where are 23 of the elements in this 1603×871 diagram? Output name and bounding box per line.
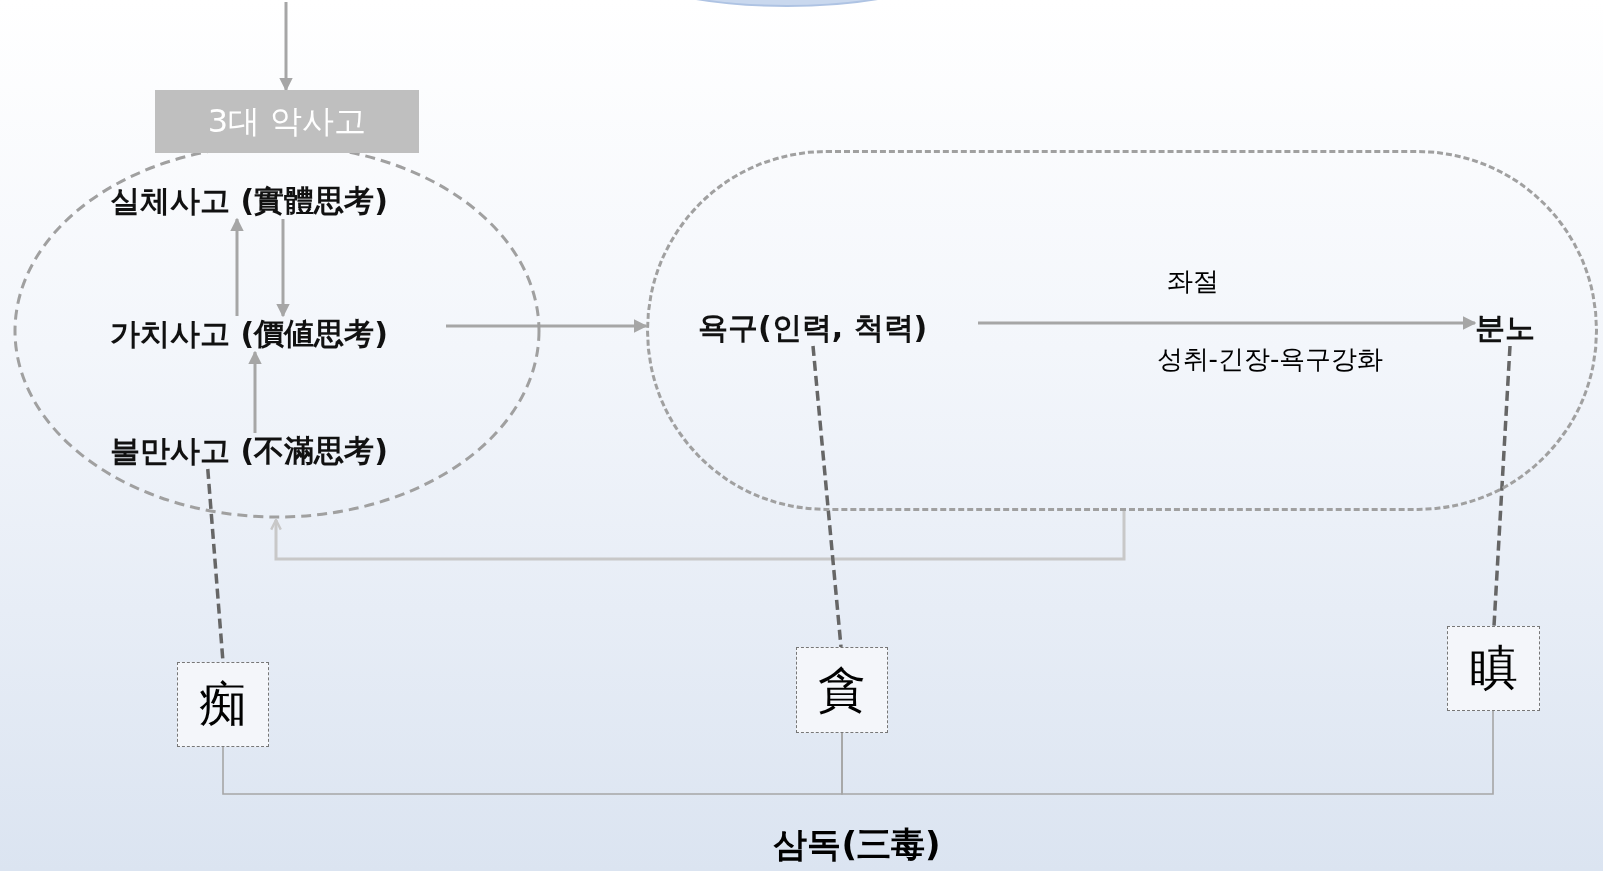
node-text: 분노 [1475,310,1549,346]
arrow [270,511,1126,561]
title-tab: 3대 악사고 [155,90,419,153]
arrow [978,316,1477,330]
dashed-line [1492,345,1512,627]
note-text: 성취-긴장-욕구강화 [1155,343,1385,376]
node-text: 가치사고 (價値思考) [110,316,446,352]
arrow [446,319,648,333]
character-box: 痴 [177,662,269,747]
node-text: 욕구(인력, 척력) [698,310,978,346]
edge-label: 좌절 [1165,265,1220,298]
arrow [248,350,262,433]
arrow [276,219,290,318]
dashed-capsule [646,150,1598,511]
node-text: 불만사고 (不滿思考) [110,433,446,469]
arrow [230,217,244,316]
node-text: 실체사고 (實體思考) [110,183,446,219]
dashed-line [811,345,843,648]
character-box: 貪 [796,647,888,733]
caption-text: 삼독(三毒) [772,823,942,866]
arrow [279,2,293,92]
character-box: 瞋 [1447,626,1540,711]
connector-line [841,710,1494,795]
